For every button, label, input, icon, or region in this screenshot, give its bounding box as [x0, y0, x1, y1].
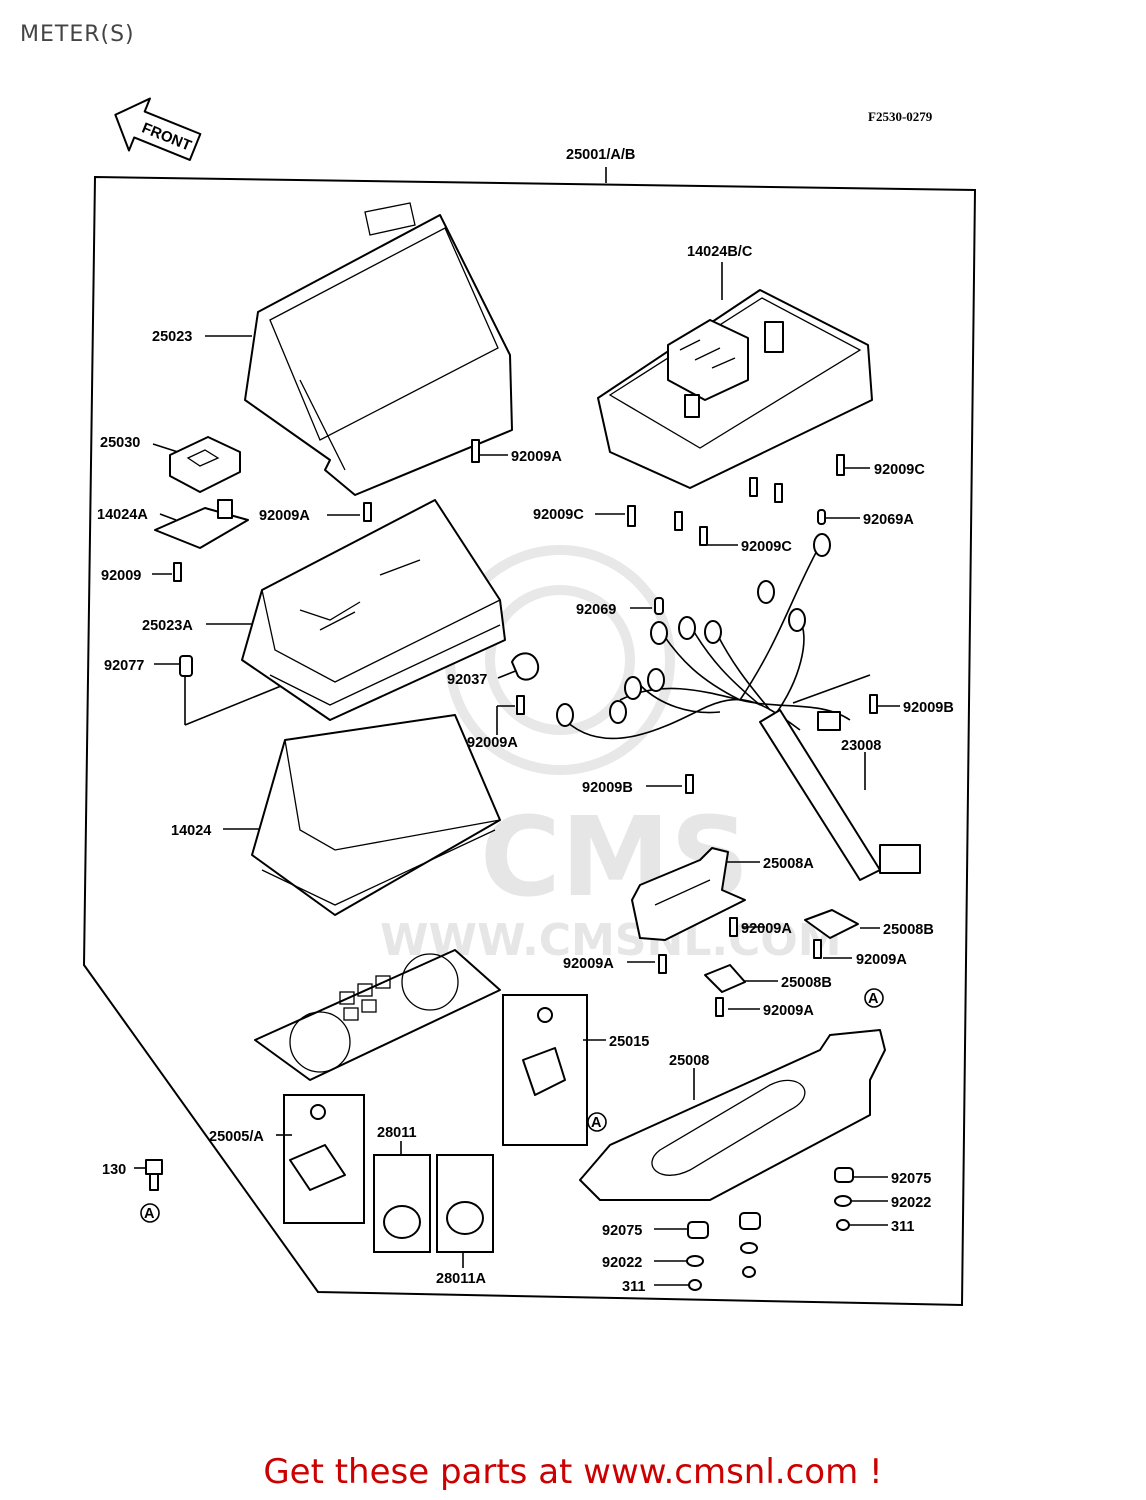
- part-label: 14024: [171, 823, 211, 839]
- reference-marker: A: [140, 1203, 160, 1223]
- part-label: 92009B: [582, 780, 633, 796]
- part-label: 92022: [891, 1195, 931, 1211]
- page-title: METER(S): [20, 22, 135, 47]
- part-label: 92009: [101, 568, 141, 584]
- part-label: 14024A: [97, 507, 148, 523]
- base-plate: [579, 1029, 886, 1201]
- part-label: 311: [891, 1219, 914, 1235]
- part-label: 25008B: [883, 922, 934, 938]
- gauge-kit-box: [502, 994, 588, 1146]
- part-label: 25008: [669, 1053, 709, 1069]
- part-label: 92009C: [533, 507, 584, 523]
- meter-lower-case: [251, 714, 501, 916]
- front-arrow-icon: FRONT: [114, 97, 202, 161]
- plate-25008b-lower: [704, 964, 746, 993]
- svg-text:A: A: [591, 1115, 602, 1131]
- svg-text:A: A: [144, 1206, 155, 1222]
- part-label: 25008B: [781, 975, 832, 991]
- tachometer-kit-box: [283, 1094, 365, 1224]
- part-label: 92009A: [259, 508, 310, 524]
- part-label: 92037: [447, 672, 487, 688]
- part-label: 92077: [104, 658, 144, 674]
- part-label: 92009A: [511, 449, 562, 465]
- bulb-socket-box-a: [436, 1154, 494, 1253]
- part-label: 25015: [609, 1034, 649, 1050]
- part-label: 311: [622, 1279, 645, 1295]
- part-label: 14024B/C: [687, 244, 753, 260]
- part-label: 92009A: [763, 1003, 814, 1019]
- part-label: 92069A: [863, 512, 914, 528]
- part-label: 92009B: [903, 700, 954, 716]
- part-label: 25023A: [142, 618, 193, 634]
- dial-face-panel: [254, 949, 501, 1081]
- part-label: 23008: [841, 738, 881, 754]
- part-label: 28011A: [436, 1271, 487, 1287]
- part-label: 92009C: [741, 539, 792, 555]
- part-label: 92075: [891, 1171, 931, 1187]
- screws: [173, 439, 878, 1017]
- meter-upper-cover: [244, 202, 513, 496]
- reference-marker: A: [864, 988, 884, 1008]
- part-label: 92075: [602, 1223, 642, 1239]
- part-label: 92009A: [856, 952, 907, 968]
- part-label: 25008A: [763, 856, 814, 872]
- part-label: 92009A: [741, 921, 792, 937]
- wire-clamp: [511, 652, 540, 681]
- part-label: 28011: [377, 1125, 417, 1141]
- wire-harness: [556, 533, 921, 881]
- small-bracket: [154, 499, 249, 549]
- spacer: [179, 655, 193, 677]
- bulb-socket-box: [373, 1154, 431, 1253]
- figure-code: F2530-0279: [868, 109, 933, 124]
- part-label: 25005/A: [209, 1129, 264, 1145]
- bracket-25008a: [631, 847, 746, 941]
- part-label: 92069: [576, 602, 616, 618]
- part-labels: 25001/A/B 14024B/C 25023 25030 92009A 14…: [97, 147, 954, 1295]
- indicator-unit: [169, 436, 241, 493]
- lens-cover: [241, 499, 506, 721]
- mounting-hardware: [686, 1167, 854, 1291]
- svg-text:A: A: [868, 991, 879, 1007]
- part-label: 25001/A/B: [566, 147, 635, 163]
- part-label: 25030: [100, 435, 140, 451]
- part-label: 92022: [602, 1255, 642, 1271]
- part-label: 25023: [152, 329, 192, 345]
- footer-link[interactable]: Get these parts at www.cmsnl.com !: [263, 1452, 883, 1492]
- part-label: 92009C: [874, 462, 925, 478]
- bolt-130: [145, 1159, 163, 1191]
- reference-marker: A: [587, 1112, 607, 1132]
- assembly-frame: [82, 175, 977, 1307]
- plate-25008b-upper: [804, 909, 859, 939]
- part-label: 92009A: [563, 956, 614, 972]
- meter-case: [597, 289, 873, 489]
- part-label: 92009A: [467, 735, 518, 751]
- part-label: 130: [102, 1162, 126, 1178]
